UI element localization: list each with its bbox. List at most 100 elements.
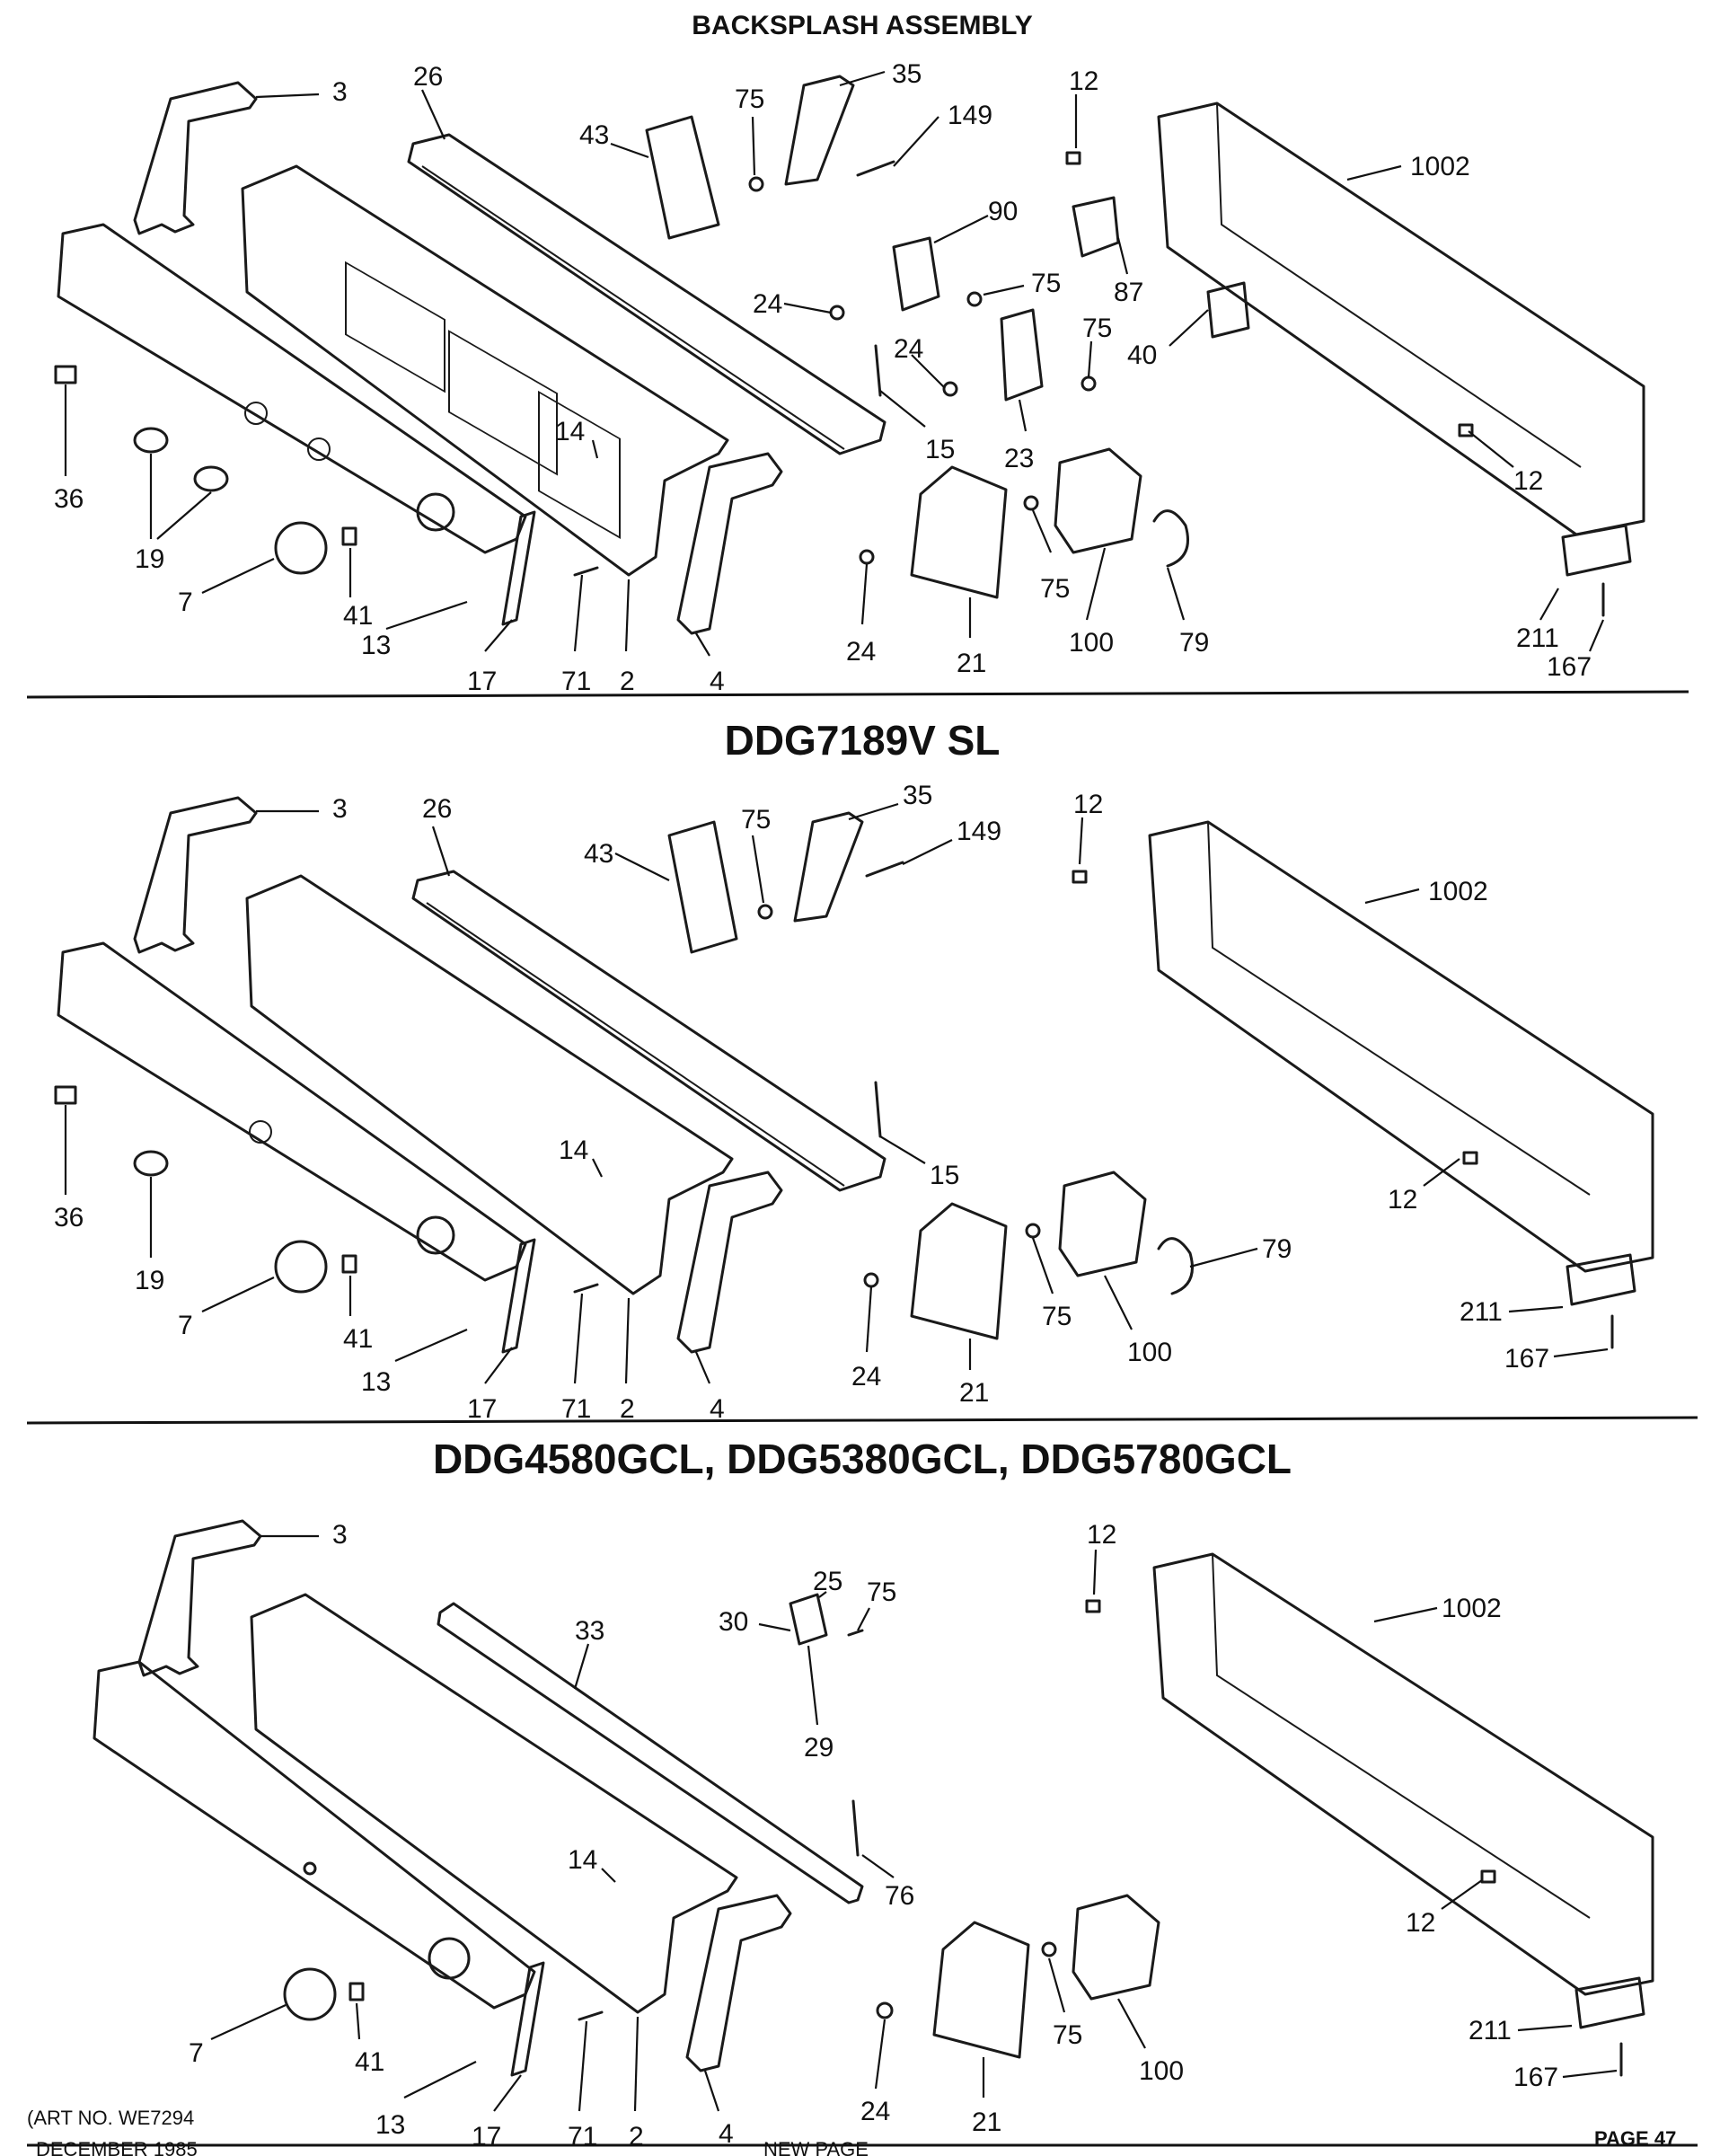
- part-callout-label: 43: [584, 839, 613, 869]
- part-callout-label: 17: [472, 2122, 501, 2152]
- part-callout-label: 2: [629, 2122, 644, 2152]
- part-callout-label: 1002: [1410, 152, 1470, 181]
- screw: [578, 2010, 604, 2021]
- part-callout-label: 24: [894, 334, 923, 364]
- screw: [573, 566, 599, 577]
- part-callout-label: 7: [178, 588, 193, 617]
- wire-harness: [1157, 1237, 1194, 1295]
- switch-bracket: [667, 820, 738, 954]
- section-divider: [26, 1416, 1698, 1425]
- part-callout-label: 100: [1139, 2056, 1184, 2086]
- screw: [757, 904, 773, 920]
- part-callout-label: 12: [1513, 466, 1543, 496]
- header-ddg7189v: DDG7189V SL: [725, 717, 1001, 764]
- footer-new-page: NEW PAGE: [763, 2138, 869, 2156]
- part-callout-label: 21: [959, 1378, 989, 1408]
- part-callout-label: 23: [1004, 444, 1034, 473]
- part-callout-label: 35: [903, 781, 932, 810]
- part-callout-label: 149: [948, 101, 992, 130]
- part-callout-label: 41: [343, 601, 373, 631]
- control-panel: [57, 223, 527, 554]
- part-callout-label: 12: [1406, 1908, 1435, 1938]
- button-cap: [54, 1085, 77, 1105]
- part-callout-label: 4: [719, 2119, 734, 2149]
- footer-date: DECEMBER 1985: [36, 2138, 198, 2156]
- end-cap-right: [685, 1894, 792, 2072]
- switch-bracket: [645, 115, 720, 240]
- screw: [847, 1629, 864, 1637]
- part-callout-label: 15: [930, 1161, 959, 1190]
- clip: [1072, 870, 1088, 884]
- top-trim: [411, 870, 886, 1192]
- switch-mounting-bracket: [1000, 308, 1044, 402]
- part-callout-label: 19: [135, 1266, 164, 1295]
- mounting-bracket: [1566, 1253, 1636, 1306]
- push-button: [193, 465, 229, 492]
- backsplash-housing: [1152, 1552, 1654, 1996]
- part-callout-label: 167: [1504, 1344, 1549, 1374]
- part-callout-label: 2: [620, 667, 635, 696]
- section-divider: [26, 690, 1689, 699]
- part-callout-label: 76: [885, 1881, 914, 1911]
- screw: [1025, 1223, 1041, 1239]
- mounting-bracket: [1561, 524, 1632, 577]
- mounting-bracket: [1574, 1976, 1645, 2029]
- backsplash-frame: [250, 1593, 738, 2014]
- part-callout-label: 4: [710, 1394, 725, 1424]
- part-callout-label: 12: [1388, 1185, 1417, 1215]
- part-callout-label: 35: [892, 59, 922, 89]
- part-callout-label: 14: [568, 1845, 597, 1875]
- bracket: [510, 1961, 545, 2077]
- timer-mounting-plate: [910, 1202, 1008, 1340]
- part-callout-label: 79: [1262, 1234, 1292, 1264]
- end-cap-left: [133, 796, 258, 954]
- part-callout-label: 26: [422, 794, 452, 824]
- clip: [1462, 1151, 1478, 1165]
- page-number: PAGE 47: [1594, 2127, 1676, 2150]
- part-callout-label: 25: [813, 1567, 842, 1596]
- screw: [1041, 1941, 1057, 1957]
- header-backsplash-assembly: BACKSPLASH ASSEMBLY: [692, 11, 1033, 40]
- part-callout-label: 100: [1069, 628, 1114, 658]
- screw: [876, 2001, 894, 2019]
- part-callout-label: 75: [1082, 314, 1112, 343]
- switch-mounting-bracket: [892, 236, 940, 312]
- part-number: (ART NO. WE7294: [27, 2107, 194, 2129]
- part-callout-label: 24: [860, 2097, 890, 2126]
- clip: [1458, 423, 1474, 437]
- part-callout-label: 1002: [1442, 1594, 1502, 1623]
- part-callout-label: 1002: [1428, 877, 1488, 906]
- screw: [966, 291, 983, 307]
- timer-knob: [274, 521, 328, 575]
- part-callout-label: 40: [1127, 340, 1157, 370]
- part-callout-label: 36: [54, 1203, 84, 1233]
- part-callout-label: 3: [332, 1520, 348, 1550]
- part-callout-label: 12: [1073, 790, 1103, 819]
- bracket: [501, 1238, 536, 1354]
- section-ddg7189v: [54, 796, 1654, 1354]
- part-callout-label: 17: [467, 667, 497, 696]
- spacer: [348, 1982, 365, 2001]
- part-callout-label: 2: [620, 1394, 635, 1424]
- section-backsplash-assembly: [54, 75, 1645, 635]
- bracket: [501, 510, 536, 626]
- backsplash-frame: [245, 874, 734, 1295]
- part-callout-label: 12: [1069, 66, 1098, 96]
- part-callout-label: 75: [1053, 2020, 1082, 2050]
- timer: [1072, 1894, 1160, 2001]
- end-cap-left: [137, 1519, 262, 1677]
- part-callout-label: 12: [1087, 1520, 1116, 1550]
- selector-switch: [1206, 281, 1250, 339]
- timer: [1054, 447, 1142, 554]
- part-callout-label: 75: [1040, 574, 1070, 604]
- callouts-backsplash: 3 26 43 75 35 149 12 1002 90 24 75 24 75…: [54, 59, 1592, 696]
- screw: [1023, 495, 1039, 511]
- screw: [856, 160, 895, 177]
- part-callout-label: 30: [719, 1607, 748, 1637]
- part-callout-label: 7: [189, 2038, 204, 2068]
- wire-harness: [1152, 509, 1189, 568]
- button-cap: [54, 365, 77, 384]
- timer-mounting-plate: [910, 465, 1008, 599]
- part-callout-label: 19: [135, 544, 164, 574]
